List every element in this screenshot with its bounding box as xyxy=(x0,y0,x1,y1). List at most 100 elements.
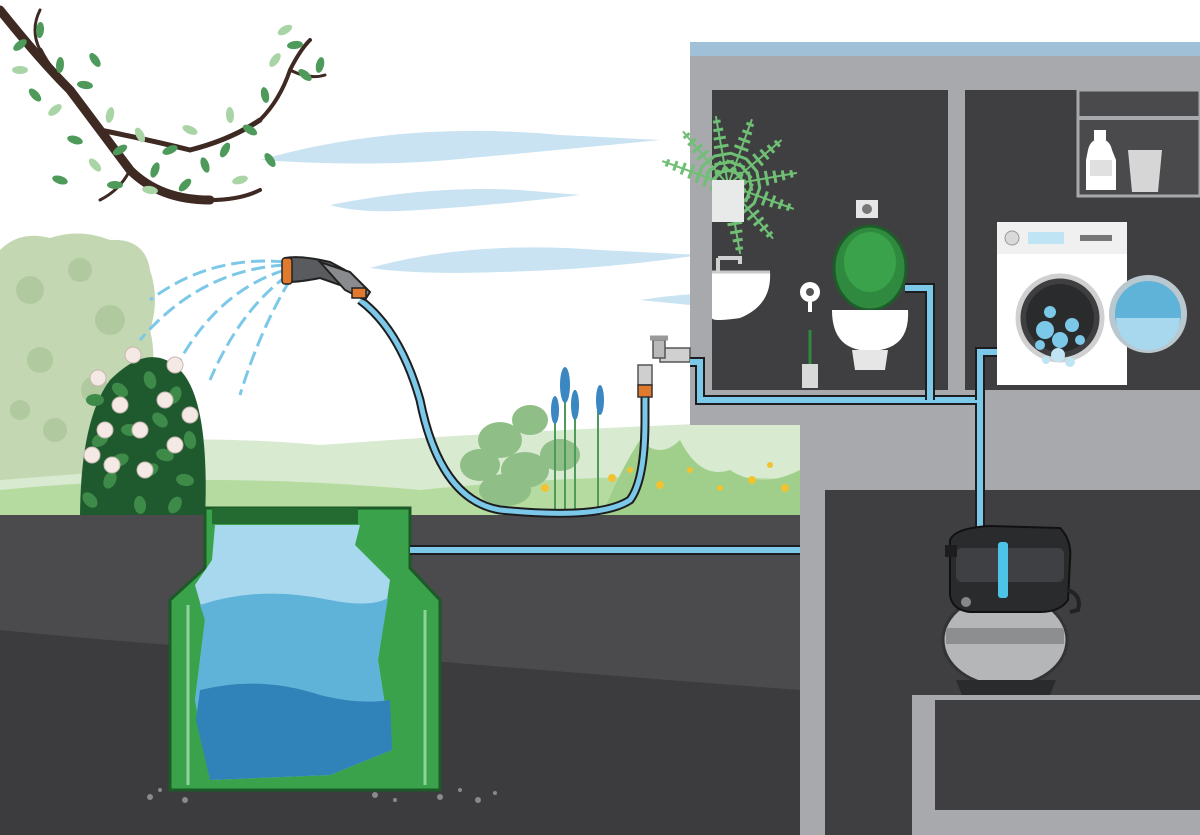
fern-leaflet xyxy=(713,135,727,141)
fern-leaflet xyxy=(789,169,794,178)
rose-leaf xyxy=(168,496,182,514)
tree-branch xyxy=(0,5,327,205)
fern-plant xyxy=(661,115,798,255)
leaf xyxy=(260,87,270,103)
rose-bush xyxy=(80,346,206,520)
leaf xyxy=(134,127,146,143)
leaf xyxy=(232,175,248,185)
leaf xyxy=(35,22,45,38)
fern-leaflet xyxy=(780,170,786,181)
rainwater-tank xyxy=(168,506,442,792)
rose-leaf xyxy=(156,448,174,462)
detergent-bottle xyxy=(1086,130,1116,190)
leaf xyxy=(28,88,42,102)
fern-leaflet xyxy=(777,198,784,210)
leaf xyxy=(287,40,303,50)
fern-leaflet xyxy=(713,151,732,158)
rose-flower xyxy=(124,346,142,364)
rose-flower xyxy=(111,396,129,414)
leaf xyxy=(298,69,312,81)
leaf xyxy=(67,135,83,145)
leaf xyxy=(12,66,28,74)
fern-leaflet xyxy=(763,170,770,186)
fern-leaflet xyxy=(664,158,671,168)
fern-leaflet xyxy=(687,164,696,180)
fern-leaflet xyxy=(700,154,716,169)
fern-leaflet xyxy=(785,202,792,212)
leaf xyxy=(225,107,235,123)
fern-frond xyxy=(727,139,783,186)
rose-leaf xyxy=(103,471,117,489)
leaf xyxy=(178,178,192,192)
rose-flower xyxy=(89,369,107,387)
leaf xyxy=(264,153,276,167)
leaf xyxy=(150,162,160,178)
fern-leaflet xyxy=(694,165,704,184)
rose-leaf xyxy=(176,473,194,487)
garden-plants xyxy=(460,367,800,520)
rose-leaf xyxy=(111,382,129,398)
fern-leaflet xyxy=(735,246,744,251)
rose-leaf xyxy=(133,496,147,514)
fern-leaflet xyxy=(687,137,697,147)
garden-pump xyxy=(941,524,1081,695)
rose-leaf xyxy=(152,412,168,428)
rose-flower xyxy=(103,456,121,474)
fern-leaflet xyxy=(712,119,721,124)
leaf xyxy=(55,57,65,73)
rose-flower xyxy=(96,421,114,439)
rose-flower xyxy=(166,436,184,454)
fern-leaflet xyxy=(733,144,749,153)
leaf xyxy=(77,80,93,90)
toilet-paper xyxy=(800,282,820,312)
fern-leaflet xyxy=(752,186,762,205)
gravel xyxy=(147,788,497,803)
fern-leaflet xyxy=(682,132,691,140)
fern-leaflet xyxy=(772,170,778,184)
fern-leaflet xyxy=(744,157,759,173)
leaf xyxy=(315,57,325,73)
fern-leaflet xyxy=(729,229,743,235)
leaf xyxy=(269,53,281,67)
leaf xyxy=(219,142,231,158)
spray-gun xyxy=(281,256,372,302)
leaf xyxy=(48,104,62,116)
fern-leaflet xyxy=(746,209,760,221)
leaf xyxy=(89,53,101,67)
leaf xyxy=(182,125,198,135)
clouds xyxy=(260,130,760,305)
fern-leaflet xyxy=(691,143,704,154)
leaf xyxy=(200,157,210,173)
fern-leaflet xyxy=(696,149,710,161)
rose-leaf xyxy=(82,492,98,508)
rose-flower xyxy=(83,446,101,464)
leaf xyxy=(112,144,128,156)
water-spray xyxy=(138,259,292,396)
rose-flower xyxy=(136,461,154,479)
rose-flower xyxy=(181,406,199,424)
fern-leaflet xyxy=(713,143,729,150)
fern-leaflet xyxy=(769,194,777,208)
fern-leaflet xyxy=(755,170,762,189)
toilet xyxy=(832,224,909,370)
fern-leaflet xyxy=(732,237,743,243)
rose-leaf xyxy=(183,431,197,449)
rose-leaf xyxy=(86,394,104,406)
house-pipes xyxy=(690,283,997,545)
washing-machine xyxy=(997,222,1187,385)
fern-leaflet xyxy=(713,127,724,133)
fern-leaflet xyxy=(752,216,765,227)
fern-leaflet xyxy=(773,139,781,148)
sink xyxy=(712,256,771,320)
fern-frond xyxy=(682,130,729,186)
rose-leaf xyxy=(143,371,157,389)
fern-leaflet xyxy=(766,144,776,154)
leaf xyxy=(142,185,158,195)
rose-flower xyxy=(131,421,149,439)
rose-flower xyxy=(166,356,184,374)
leaf xyxy=(105,107,115,123)
fern-frond xyxy=(714,115,729,186)
fern-leaflet xyxy=(727,220,743,227)
